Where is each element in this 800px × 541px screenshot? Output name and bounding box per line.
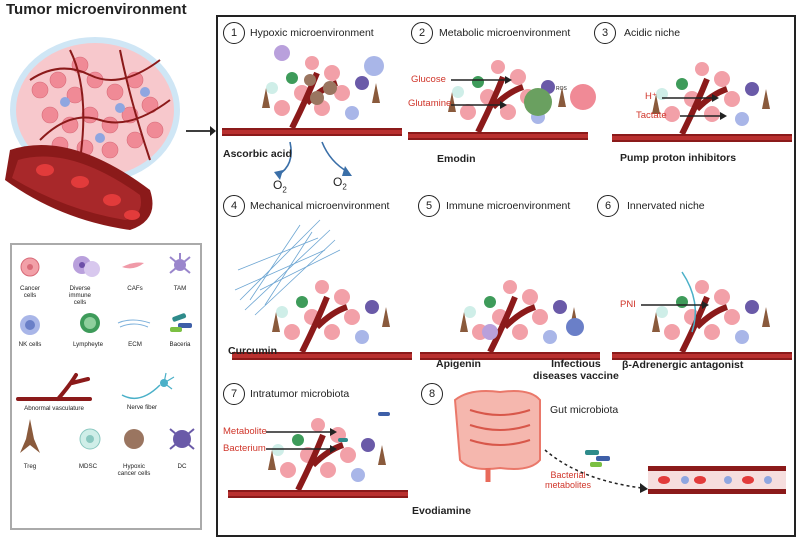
drug-beta-adrenergic-antagonist: β-Adrenergic antagonist <box>622 359 744 371</box>
drug-pump-proton-inhibitors: Pump proton inhibitors <box>620 152 737 164</box>
panel-2-number: 2 <box>411 22 433 44</box>
o2-label-left: O2 <box>273 178 287 195</box>
label-metabolite: Metabolite <box>223 426 267 437</box>
label-ros: ROS <box>556 86 567 92</box>
legend-label-ecm: ECM <box>128 341 142 348</box>
legend-box <box>10 243 202 530</box>
vasculature-icon <box>16 373 92 401</box>
label-tactate: Tactate <box>636 110 667 121</box>
panel-8-title: Gut microbiota <box>550 404 619 416</box>
hypoxic-cell-icon <box>124 429 144 449</box>
tam-icon <box>169 253 191 274</box>
panel-7-title: Intratumor microbiota <box>250 388 350 400</box>
panel-4-title: Mechanical microenvironment <box>250 200 390 212</box>
drug-emodin: Emodin <box>437 153 476 165</box>
caf-icon <box>122 262 144 269</box>
drug-evodiamine: Evodiamine <box>412 505 471 517</box>
panel-4-number: 4 <box>223 195 245 217</box>
tumor-mass-illustration <box>5 37 180 230</box>
legend-label-lymphocyte: Lympheyte <box>72 341 104 348</box>
legend-label-treg: Treg <box>23 463 37 470</box>
dc-icon <box>169 428 195 450</box>
drug-ascorbic-acid: Ascorbic acid <box>223 148 292 160</box>
legend-label-nerve: Nerve fiber <box>126 404 158 411</box>
treg-icon <box>20 419 40 453</box>
legend-label-bacteria: Baceria <box>169 341 191 348</box>
legend-label-tam: TAM <box>173 285 187 292</box>
panel-6-title: Innervated niche <box>627 200 705 212</box>
panel-1-number: 1 <box>223 22 245 44</box>
panel-8-number: 8 <box>421 383 443 405</box>
label-bacterium: Bacterium <box>223 443 266 454</box>
ecm-icon <box>117 319 151 328</box>
label-h-plus: H⁺ <box>645 91 657 102</box>
o2-label-right: O2 <box>333 175 347 192</box>
legend-icons <box>16 253 195 453</box>
drug-curcumin: Curcumin <box>228 345 278 357</box>
panel-7-number: 7 <box>223 383 245 405</box>
panel-3-number: 3 <box>594 22 616 44</box>
label-glutamine: Glutamine <box>408 98 452 109</box>
panels-frame <box>216 15 796 537</box>
panel-5-number: 5 <box>418 195 440 217</box>
figure-title: Tumor microenvironment <box>6 1 187 18</box>
nerve-fiber-icon <box>121 372 175 400</box>
legend-label-mdsc: MDSC <box>78 463 98 470</box>
label-glucose: Glucose <box>411 74 446 85</box>
panel-5-title: Immune microenvironment <box>446 200 571 212</box>
legend-label-vasculature: Abnormal vasculature <box>24 405 84 412</box>
panel-3-title: Acidic niche <box>624 27 681 39</box>
legend-label-nk: NK cells <box>18 341 42 348</box>
legend-label-dc: DC <box>177 463 187 470</box>
panel-2-title: Metabolic microenvironment <box>439 27 571 39</box>
drug-apigenin: Apigenin <box>436 358 481 370</box>
gut-illustration <box>453 390 541 482</box>
legend-label-cafs: CAFs <box>127 285 143 292</box>
mdsc-icon <box>79 428 101 450</box>
panel-1-title: Hypoxic microenvironment <box>250 27 374 39</box>
bacteria-icon <box>170 313 192 332</box>
label-pni: PNI <box>620 299 636 310</box>
arrow-to-panels <box>186 126 216 136</box>
panel-6-number: 6 <box>597 195 619 217</box>
